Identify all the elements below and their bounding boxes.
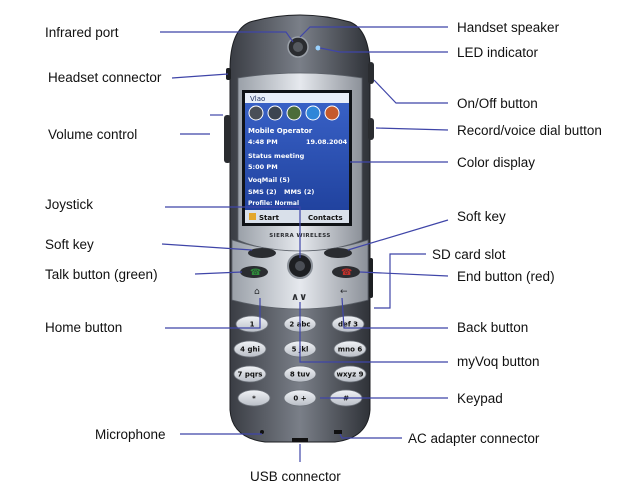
leader-sd-card-slot <box>374 253 426 309</box>
leader-end-button <box>359 271 449 277</box>
label-end-button: End button (red) <box>457 269 555 284</box>
keypad-key-label: 1 <box>250 321 255 329</box>
leader-joystick <box>165 206 301 258</box>
talk-button[interactable] <box>240 266 268 278</box>
leader-lines <box>160 26 449 462</box>
color-display: Vlao Mobile Operator 4:48 PM 19.08.2004 … <box>242 90 352 226</box>
label-volume-control: Volume control <box>48 127 137 142</box>
label-led-indicator: LED indicator <box>457 45 539 60</box>
label-color-display: Color display <box>457 155 535 170</box>
end-phone-icon: ☎ <box>341 268 352 278</box>
screen-sms: SMS (2) <box>248 188 277 196</box>
headset-connector <box>226 68 231 80</box>
label-sd-card-slot: SD card slot <box>432 247 506 262</box>
end-button[interactable] <box>332 266 360 278</box>
leader-handset-speaker <box>299 26 448 38</box>
app-icon <box>267 105 283 121</box>
on-off-button[interactable] <box>368 62 374 84</box>
keypad-key[interactable] <box>233 365 267 383</box>
keypad-key[interactable] <box>283 365 317 383</box>
label-joystick: Joystick <box>45 197 93 212</box>
leader-led-indicator <box>319 47 448 53</box>
usb-connector <box>292 438 308 442</box>
keypad-key-label: 0 + <box>293 395 306 403</box>
sd-card-slot <box>369 258 373 298</box>
label-ac-adapter: AC adapter connector <box>408 431 540 446</box>
keypad-key[interactable] <box>283 389 317 407</box>
leader-talk-button <box>194 271 243 275</box>
label-microphone: Microphone <box>95 427 166 442</box>
label-headset-connector: Headset connector <box>48 70 162 85</box>
keypad-key-label: * <box>252 395 256 403</box>
leader-record-button <box>375 127 449 131</box>
label-handset-speaker: Handset speaker <box>457 20 560 35</box>
screen-operator: Mobile Operator <box>248 127 313 135</box>
softkey-start: Start <box>259 214 280 222</box>
leader-ac-adapter <box>339 433 402 439</box>
leader-soft-key-right <box>347 219 449 251</box>
softkey-contacts: Contacts <box>308 214 343 222</box>
label-on-off-button: On/Off button <box>457 96 538 111</box>
status-bar <box>245 93 349 103</box>
screen-time: 4:48 PM <box>248 138 278 146</box>
leader-soft-key-left <box>161 243 253 251</box>
label-keypad: Keypad <box>457 391 503 406</box>
label-record-button: Record/voice dial button <box>457 123 602 138</box>
label-soft-key-left: Soft key <box>45 237 94 252</box>
leader-on-off-button <box>373 79 448 104</box>
microphone <box>260 430 264 434</box>
keypad-key[interactable] <box>333 340 367 358</box>
keypad-key-label: wxyz 9 <box>337 371 364 379</box>
leader-myvoq-button <box>299 302 448 363</box>
label-usb-connector: USB connector <box>250 469 341 484</box>
label-myvoq-button: myVoq button <box>457 354 540 369</box>
label-home-button: Home button <box>45 320 122 335</box>
keypad-key[interactable] <box>237 389 271 407</box>
screen-meeting-time: 5:00 PM <box>248 163 278 171</box>
screen-mms: MMS (2) <box>284 188 314 196</box>
leader-headset-connector <box>171 73 229 79</box>
keypad-key-label: 8 tuv <box>290 371 311 379</box>
browser-icon <box>305 105 321 121</box>
led-indicator <box>315 45 321 51</box>
keypad-key-label: mno 6 <box>338 346 363 354</box>
leader-home-button <box>165 298 261 329</box>
joystick-center <box>295 261 305 271</box>
leader-infrared-port <box>160 31 294 43</box>
right-soft-key[interactable] <box>324 248 352 258</box>
status-bar-text: Vlao <box>250 95 265 103</box>
keypad-key[interactable] <box>233 340 267 358</box>
label-infrared-port: Infrared port <box>45 25 119 40</box>
label-back-button: Back button <box>457 320 528 335</box>
app-icon <box>324 105 340 121</box>
softkey-bar <box>245 210 349 223</box>
screen-date: 19.08.2004 <box>306 138 348 146</box>
label-soft-key-right: Soft key <box>457 209 506 224</box>
mail-icon <box>248 105 264 121</box>
screen-voqmail: VoqMail (5) <box>248 176 290 184</box>
phone-icon: ☎ <box>250 268 261 278</box>
phone: Vlao Mobile Operator 4:48 PM 19.08.2004 … <box>224 14 374 443</box>
keypad-key-label: 7 pqrs <box>238 371 263 379</box>
keypad-key-label: def 3 <box>338 321 358 329</box>
volume-control[interactable] <box>224 115 231 163</box>
label-talk-button: Talk button (green) <box>45 267 158 282</box>
app-icon <box>286 105 302 121</box>
start-flag-icon <box>249 213 256 220</box>
myvoq-logo-icon: ∧∨ <box>291 292 307 303</box>
back-icon: ← <box>340 287 348 297</box>
screen-meeting: Status meeting <box>248 152 305 160</box>
screen-profile: Profile: Normal <box>248 200 299 207</box>
record-button[interactable] <box>368 118 374 140</box>
left-soft-key[interactable] <box>248 248 276 258</box>
labels: Infrared port Headset connector Volume c… <box>45 20 602 484</box>
keypad-key[interactable] <box>333 365 367 383</box>
keypad-key-label: 4 ghi <box>240 346 260 354</box>
leader-back-button <box>341 297 448 329</box>
speaker-grille <box>293 42 303 52</box>
home-icon: ⌂ <box>254 287 260 297</box>
ac-adapter-connector <box>334 430 342 434</box>
